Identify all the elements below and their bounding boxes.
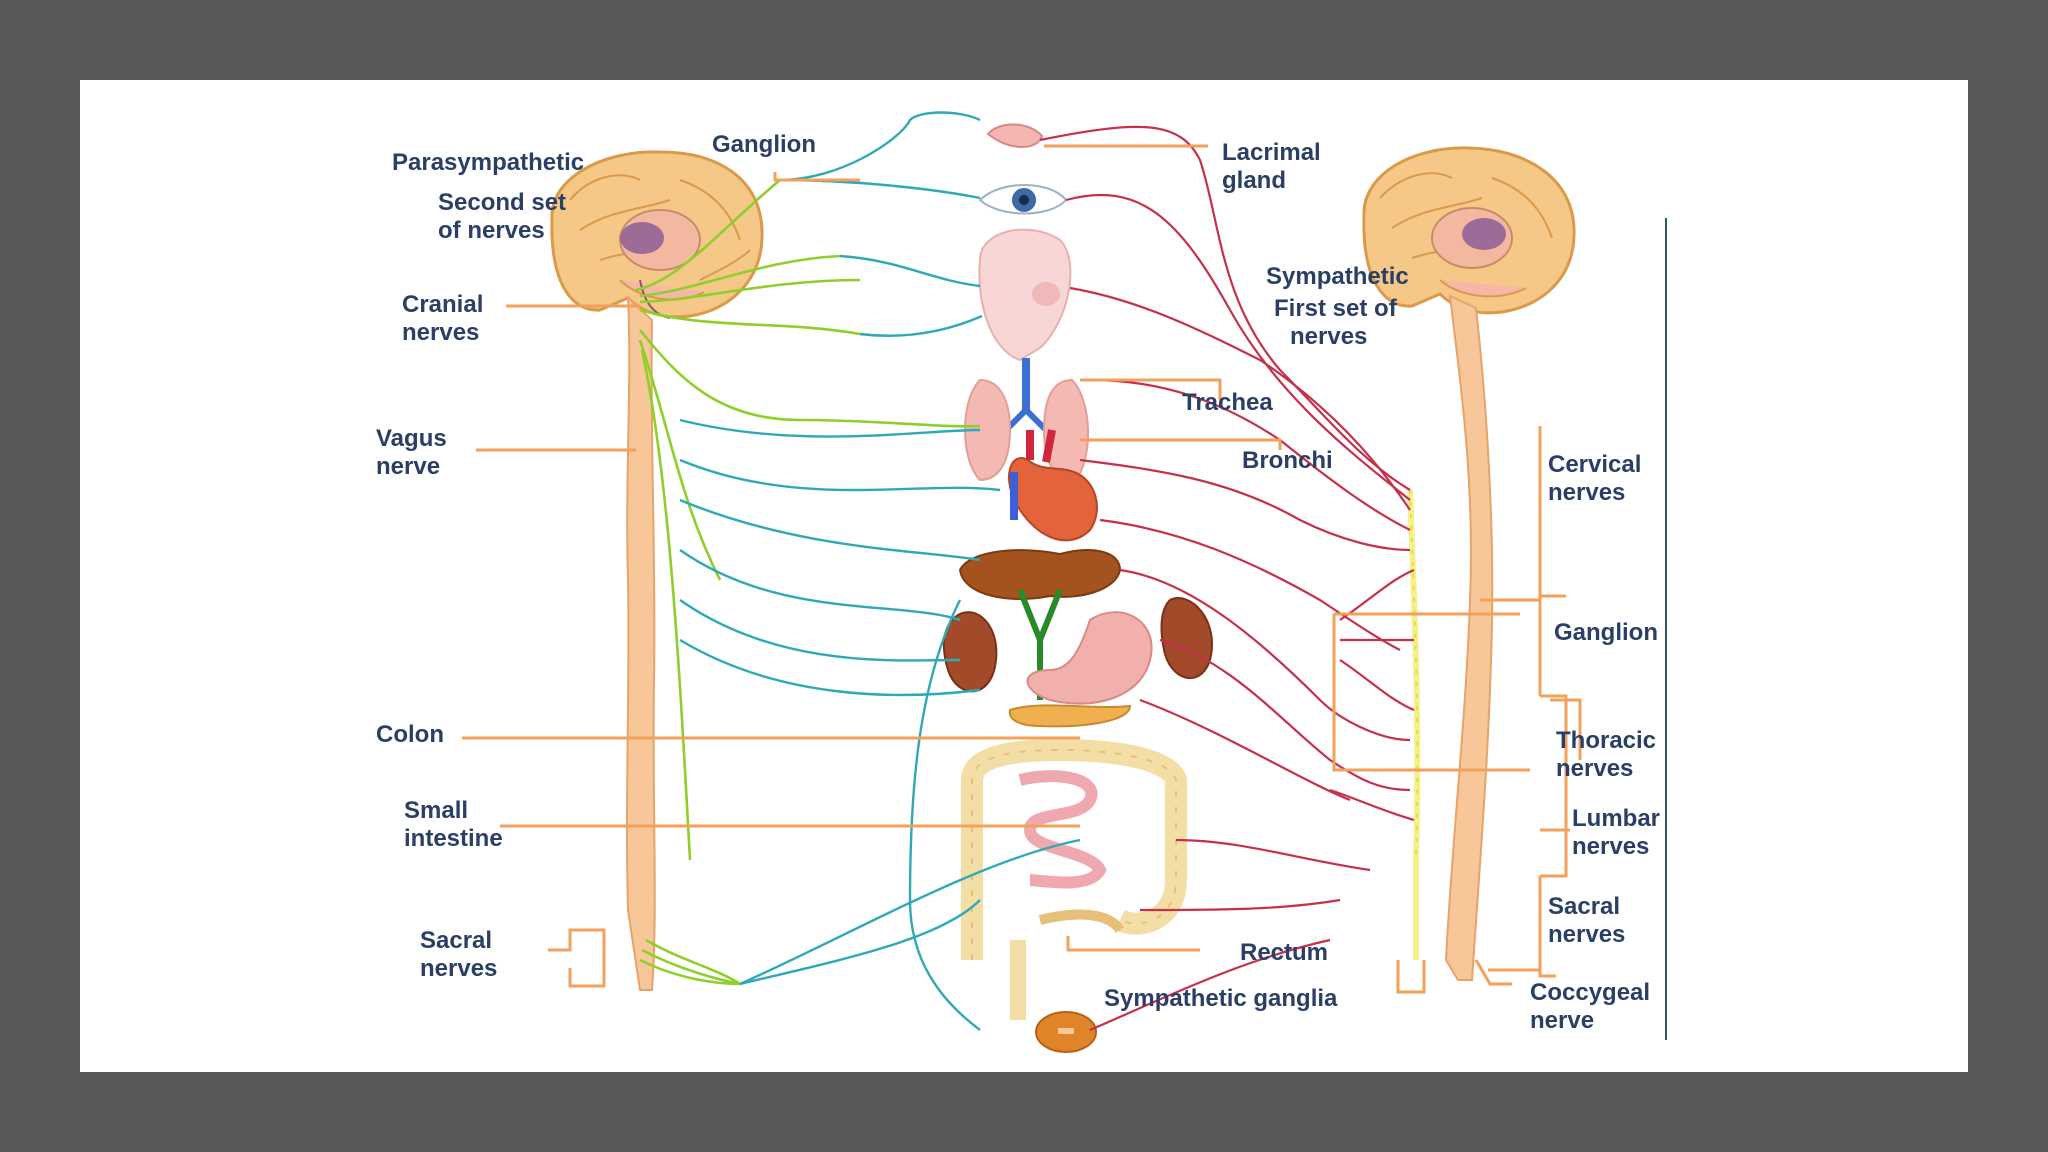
left-spinal-cord [626, 295, 656, 991]
svg-text:nerve: nerve [1530, 1007, 1594, 1034]
svg-text:First set of: First set of [1274, 295, 1398, 322]
label-lumbar-nerves: Lumbar nerves [1572, 805, 1660, 860]
teal-nerves [679, 111, 1081, 1031]
label-cervical-nerves: Cervical nerves [1548, 451, 1641, 506]
svg-text:Small: Small [404, 797, 468, 824]
svg-text:Sympathetic: Sympathetic [1266, 263, 1409, 290]
svg-text:Ganglion: Ganglion [1554, 619, 1658, 646]
right-spinal-cord [1444, 294, 1494, 981]
svg-text:Parasympathetic: Parasympathetic [392, 149, 584, 176]
right-brain [1362, 146, 1576, 315]
lacrimal-gland [986, 123, 1044, 148]
svg-text:nerves: nerves [402, 319, 479, 346]
label-ganglion-top: Ganglion [712, 131, 816, 158]
svg-text:of nerves: of nerves [438, 217, 545, 244]
label-colon: Colon [376, 721, 444, 748]
pancreas [1008, 704, 1132, 728]
svg-text:nerves: nerves [420, 955, 497, 982]
heart [1007, 429, 1098, 542]
label-thoracic-nerves: Thoracic nerves [1556, 727, 1656, 782]
label-second-set-of-nerves: Second set of nerves [438, 189, 566, 244]
large-intestine [961, 738, 1187, 960]
svg-text:Ganglion: Ganglion [712, 131, 816, 158]
svg-text:nerves: nerves [1556, 755, 1633, 782]
svg-text:gland: gland [1222, 167, 1286, 194]
svg-text:Second set: Second set [438, 189, 566, 216]
svg-text:Bronchi: Bronchi [1242, 447, 1333, 474]
leader-lines [462, 144, 1582, 988]
svg-text:Coccygeal: Coccygeal [1530, 979, 1650, 1006]
label-ganglion-right: Ganglion [1554, 619, 1658, 646]
label-rectum: Rectum [1240, 939, 1328, 966]
svg-text:nerves: nerves [1572, 833, 1649, 860]
svg-text:Cranial: Cranial [402, 291, 483, 318]
svg-text:Sacral: Sacral [420, 927, 492, 954]
svg-text:Lumbar: Lumbar [1572, 805, 1660, 832]
label-trachea: Trachea [1182, 389, 1273, 416]
parasympathetic-nerves [635, 178, 981, 986]
left-brain [550, 150, 764, 319]
label-vagus-nerve: Vagus nerve [376, 425, 447, 480]
bladder-ganglion [1035, 1011, 1097, 1053]
svg-text:Trachea: Trachea [1182, 389, 1273, 416]
label-sympathetic-ganglia: Sympathetic ganglia [1104, 985, 1338, 1012]
svg-text:intestine: intestine [404, 825, 503, 852]
svg-text:Vagus: Vagus [376, 425, 447, 452]
sympathetic-chain [1396, 489, 1426, 994]
label-sacral-nerves-left: Sacral nerves [420, 927, 497, 982]
label-cranial-nerves: Cranial nerves [402, 291, 483, 346]
svg-text:Lacrimal: Lacrimal [1222, 139, 1321, 166]
label-bronchi: Bronchi [1242, 447, 1333, 474]
kidneys [942, 597, 1213, 693]
stomach [1026, 611, 1153, 705]
label-coccygeal-nerve: Coccygeal nerve [1530, 979, 1650, 1034]
nervous-system-diagram: Parasympathetic Second set of nerves Cra… [376, 111, 1667, 1053]
head-glands [978, 228, 1072, 362]
label-parasympathetic: Parasympathetic [392, 149, 584, 176]
svg-text:nerves: nerves [1548, 921, 1625, 948]
svg-text:Sympathetic ganglia: Sympathetic ganglia [1104, 985, 1338, 1012]
trachea-lungs [964, 358, 1090, 484]
svg-text:nerves: nerves [1548, 479, 1625, 506]
svg-text:Cervical: Cervical [1548, 451, 1641, 478]
svg-text:Rectum: Rectum [1240, 939, 1328, 966]
liver [958, 549, 1122, 600]
label-lacrimal-gland: Lacrimal gland [1222, 139, 1321, 194]
eye [978, 184, 1068, 215]
label-small-intestine: Small intestine [404, 797, 503, 852]
svg-text:Thoracic: Thoracic [1556, 727, 1656, 754]
diagram-panel: Parasympathetic Second set of nerves Cra… [80, 80, 1968, 1072]
small-intestine [1018, 770, 1107, 889]
svg-text:nerves: nerves [1290, 323, 1367, 350]
rectum [1010, 909, 1125, 1020]
svg-text:Colon: Colon [376, 721, 444, 748]
label-sympathetic-first-set: Sympathetic First set of nerves [1266, 263, 1409, 350]
svg-text:Sacral: Sacral [1548, 893, 1620, 920]
label-sacral-nerves-right: Sacral nerves [1548, 893, 1625, 948]
svg-text:nerve: nerve [376, 453, 440, 480]
